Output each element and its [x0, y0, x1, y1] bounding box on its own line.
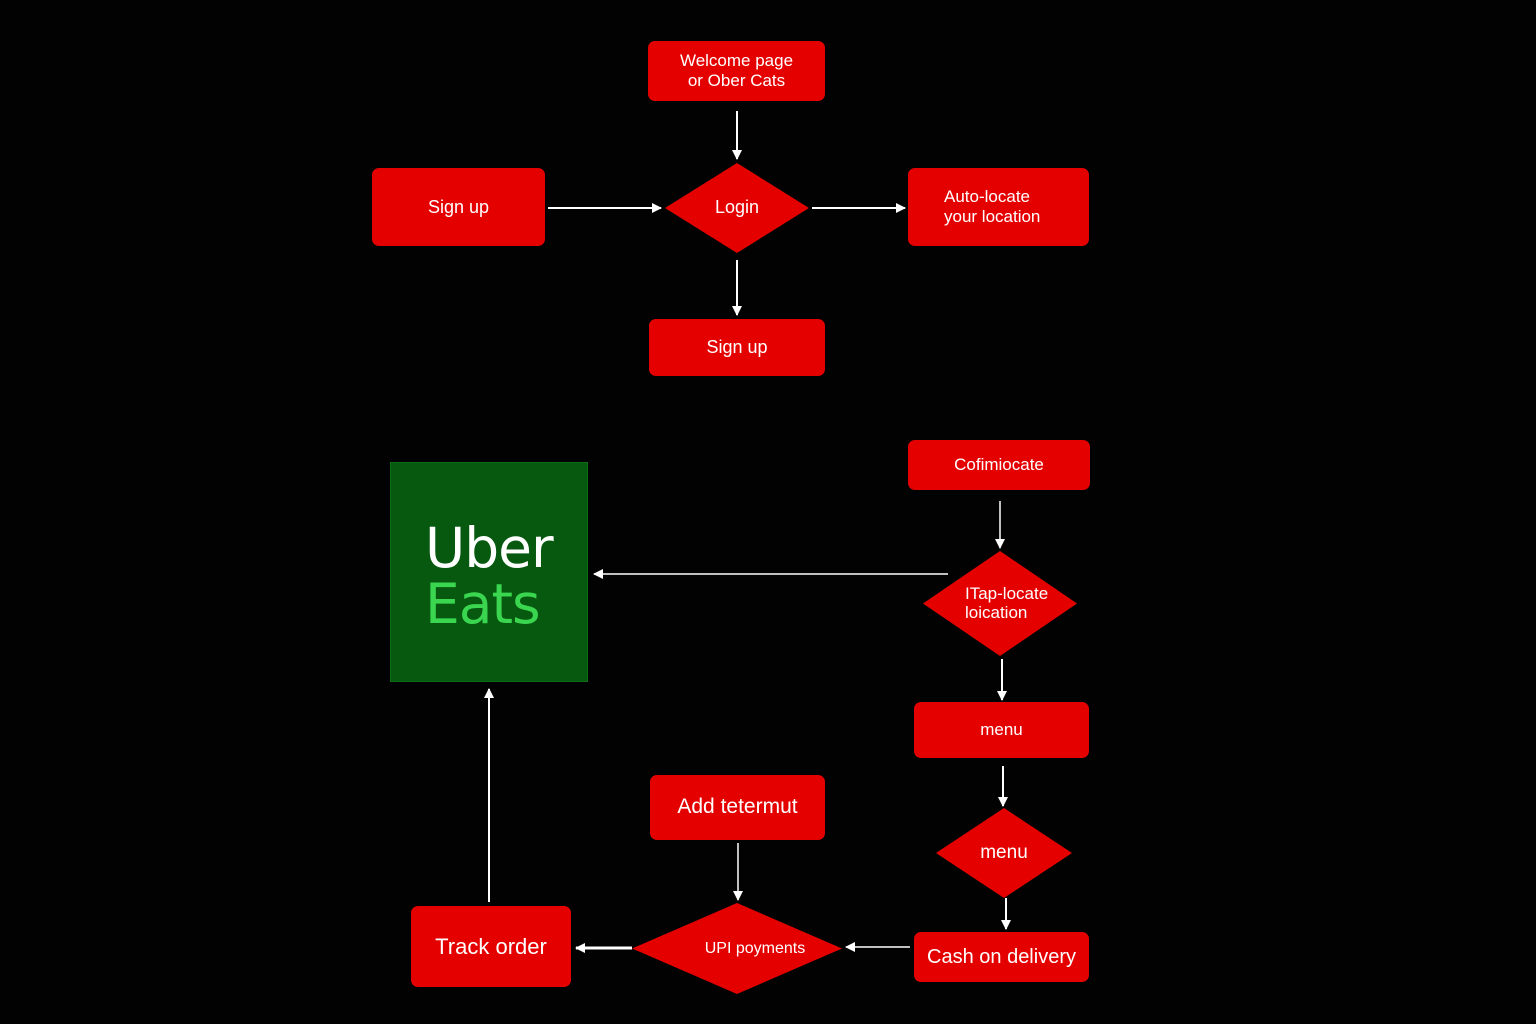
login-label: Login — [714, 197, 760, 218]
sign-up-node-left: Sign up — [372, 168, 545, 246]
upi-diamond-shape — [632, 903, 842, 994]
cash-on-delivery-node: Cash on delivery — [914, 932, 1089, 982]
logo-uber-text: Uber — [425, 516, 554, 580]
login-decision: Login — [665, 163, 809, 253]
auto-locate-node: Auto-locate your location — [908, 168, 1089, 246]
menu-decision: menu — [936, 808, 1072, 898]
add-label: Add tetermut — [677, 795, 798, 819]
cash-on-delivery-label: Cash on delivery — [927, 945, 1076, 968]
sign-up-label-left: Sign up — [427, 196, 490, 217]
upi-payments-label: UPI poyments — [704, 939, 806, 957]
sign-up-label-below: Sign up — [706, 337, 768, 358]
tap-locate-label: ITap-locate loication — [965, 583, 1049, 622]
menu-label: menu — [980, 720, 1023, 740]
login-diamond-shape — [665, 163, 809, 253]
add-node: Add tetermut — [650, 775, 825, 840]
auto-locate-label: Auto-locate your location — [944, 187, 1041, 226]
track-order-label: Track order — [435, 933, 547, 959]
tap-locate-decision: ITap-locate loication — [923, 551, 1077, 656]
welcome-page-node: Welcome page or Ober Cats — [648, 41, 825, 101]
confirm-location-node: Cofimiocate — [908, 440, 1090, 490]
upi-payments-decision: UPI poyments — [632, 903, 842, 994]
menu-diamond-label: menu — [980, 841, 1028, 863]
logo-eats-text: Eats — [425, 572, 541, 636]
tap-locate-diamond-shape — [923, 551, 1077, 656]
sign-up-node-below: Sign up — [649, 319, 825, 376]
welcome-page-label: Welcome page or Ober Cats — [679, 51, 794, 90]
menu-node: menu — [914, 702, 1089, 758]
track-order-node: Track order — [411, 906, 571, 987]
confirm-location-label: Cofimiocate — [954, 455, 1044, 475]
uber-eats-logo: Uber Eats — [390, 462, 588, 682]
menu-diamond-shape — [936, 808, 1072, 898]
